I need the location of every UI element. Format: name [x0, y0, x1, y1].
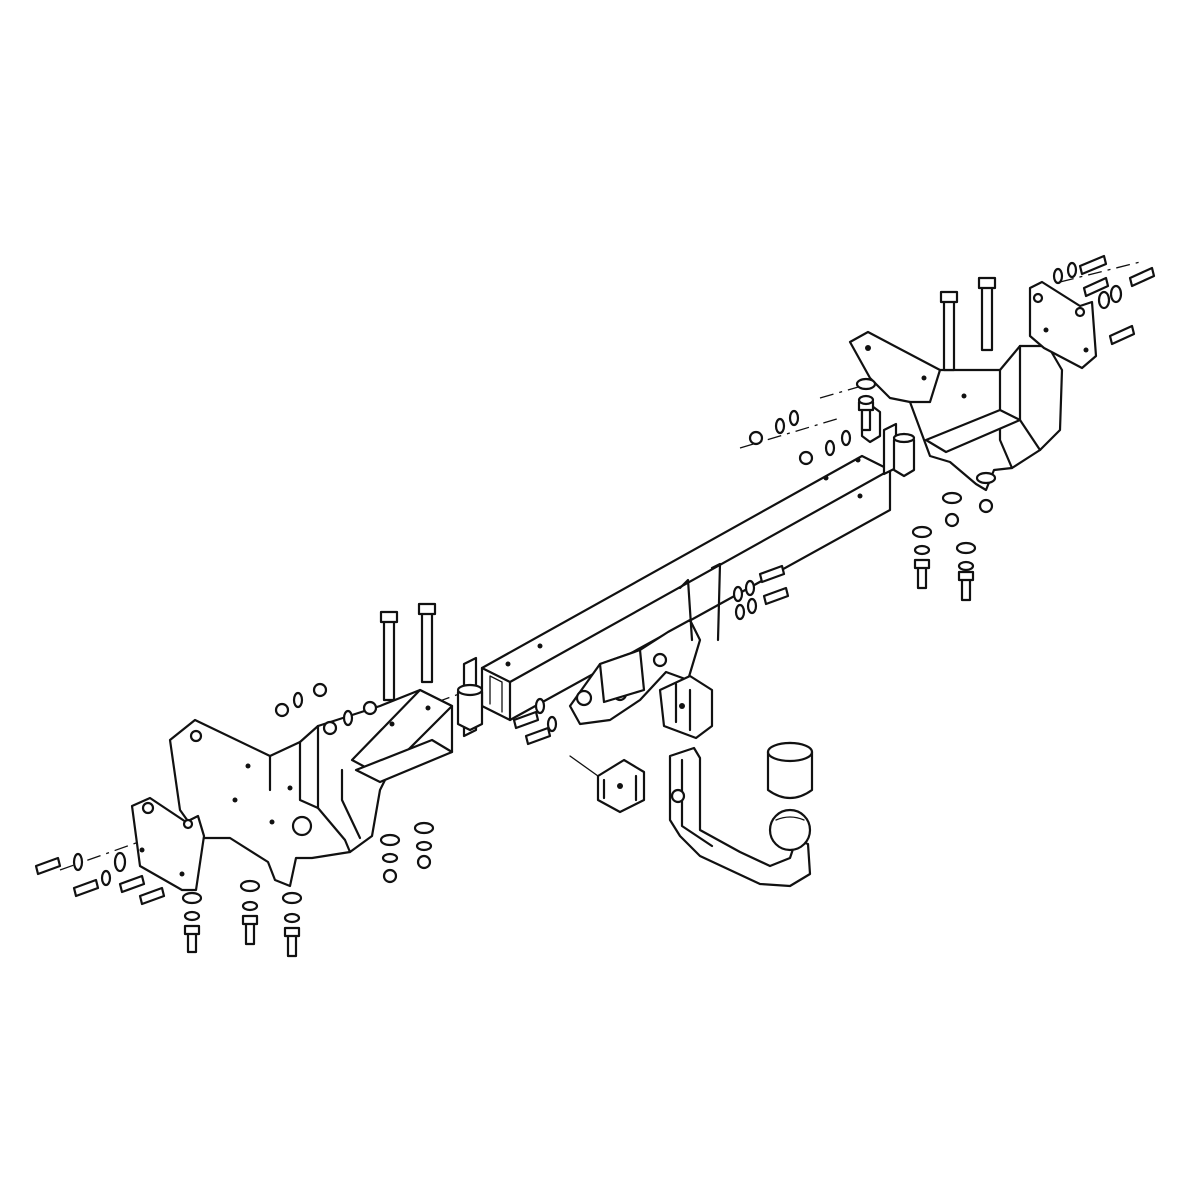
tow-ball	[768, 808, 812, 852]
left-mounting-bracket	[130, 688, 454, 892]
right-mounting-bracket	[848, 280, 1098, 492]
electrical-socket-plate	[569, 755, 646, 814]
lock-housing	[658, 674, 714, 740]
washers	[72, 261, 1123, 924]
tow-ball-cap	[766, 741, 814, 800]
bolts	[34, 254, 1156, 958]
nuts	[274, 430, 994, 884]
